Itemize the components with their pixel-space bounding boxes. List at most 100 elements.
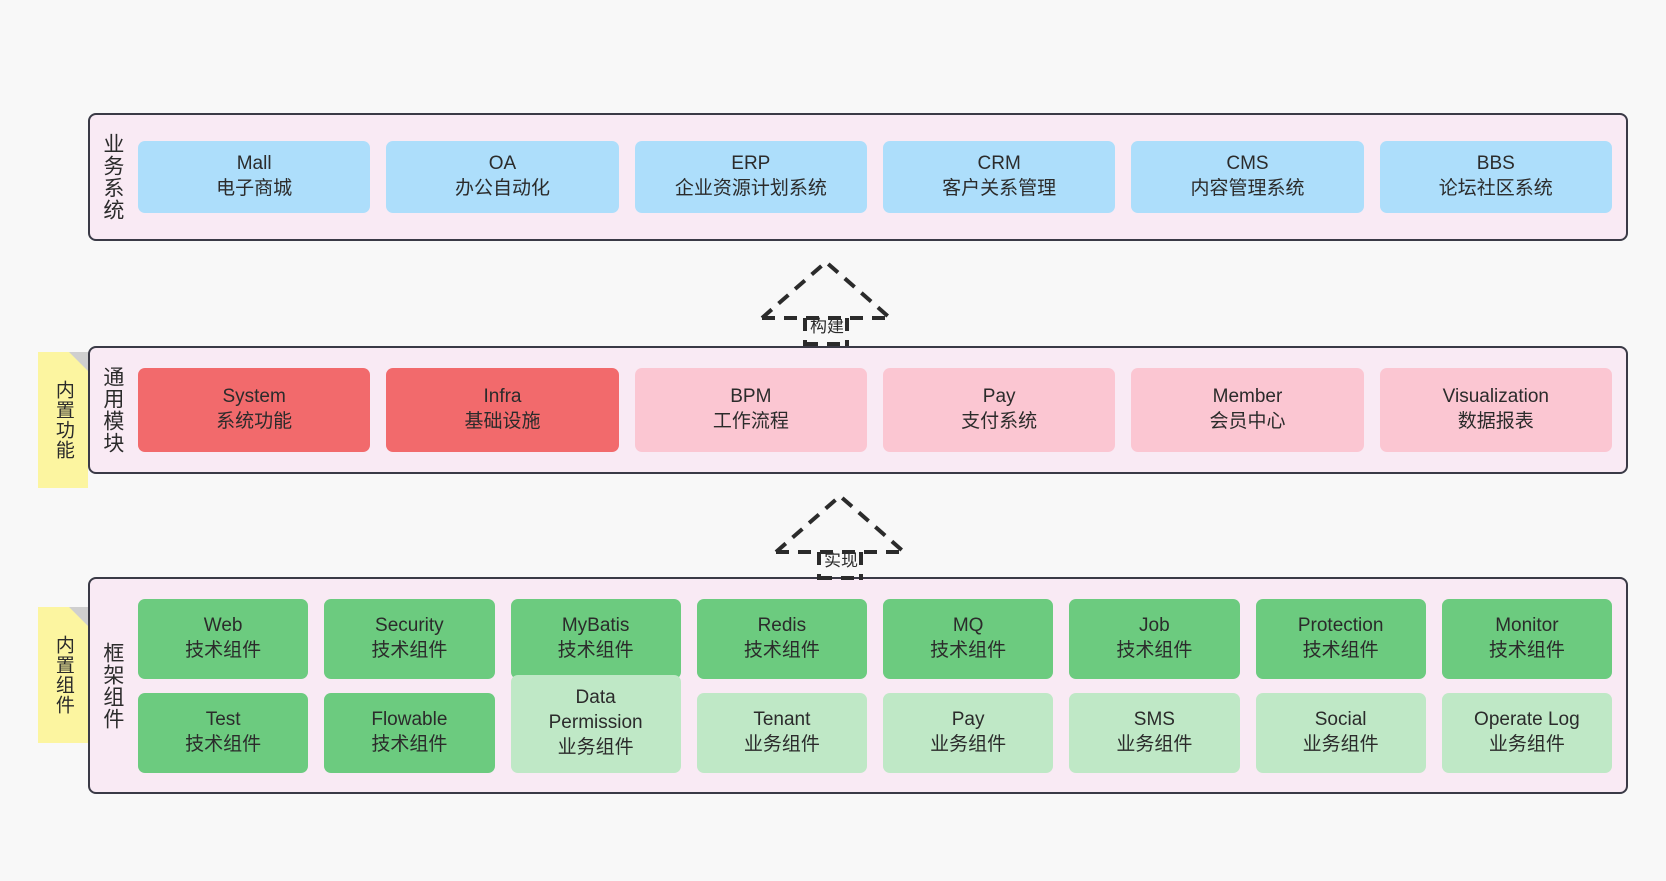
box-protection-cn: 技术组件 <box>1302 639 1379 661</box>
note-builtin-component: 内置组件 <box>38 607 88 743</box>
box-test-en: Test <box>205 708 241 730</box>
box-data-permission-cn: 业务组件 <box>557 736 634 758</box>
box-oa-cn: 办公自动化 <box>454 178 550 199</box>
box-mq-cn: 技术组件 <box>930 639 1007 661</box>
box-crm[interactable]: CRM 客户关系管理 <box>882 141 1116 213</box>
box-security-en: Security <box>375 614 444 636</box>
note-builtin-function: 内置功能 <box>38 352 88 488</box>
box-visualization[interactable]: Visualization 数据报表 <box>1379 368 1612 452</box>
box-system-en: System <box>222 386 286 408</box>
box-social-en: Social <box>1314 708 1367 730</box>
box-operate-log[interactable]: Operate Log 业务组件 <box>1441 692 1612 773</box>
box-redis[interactable]: Redis 技术组件 <box>696 598 867 679</box>
layer-title-framework-component: 框架组件 <box>100 641 124 730</box>
note-builtin-function-label: 内置功能 <box>52 380 74 460</box>
box-sms-en: SMS <box>1133 708 1175 730</box>
box-oa-en: OA <box>488 153 517 175</box>
box-test[interactable]: Test 技术组件 <box>138 692 309 773</box>
connector-implement-arrow <box>774 493 906 580</box>
layer-business-system: 业务系统 Mall 电子商城 OA 办公自动化 ERP 企业资源计划系统 CRM… <box>88 113 1628 241</box>
box-mq[interactable]: MQ 技术组件 <box>883 598 1054 679</box>
box-security-cn: 技术组件 <box>371 639 448 661</box>
box-bpm-en: BPM <box>730 386 772 408</box>
connector-build-arrow <box>760 259 892 346</box>
box-flowable-en: Flowable <box>371 708 448 730</box>
box-flowable[interactable]: Flowable 技术组件 <box>324 692 495 773</box>
box-mq-en: MQ <box>952 614 984 636</box>
box-pay-module-en: Pay <box>982 386 1016 408</box>
layer-framework-component: 框架组件 Web 技术组件 Security 技术组件 MyBatis 技术组件… <box>88 577 1628 794</box>
box-pay-module[interactable]: Pay 支付系统 <box>882 368 1116 452</box>
box-crm-en: CRM <box>977 153 1021 175</box>
box-erp-en: ERP <box>731 153 771 175</box>
box-protection[interactable]: Protection 技术组件 <box>1255 598 1426 679</box>
layer-common-module: 通用模块 System 系统功能 Infra 基础设施 BPM 工作流程 Pay… <box>88 346 1628 474</box>
box-protection-en: Protection <box>1297 614 1384 636</box>
box-infra[interactable]: Infra 基础设施 <box>386 368 619 452</box>
box-system[interactable]: System 系统功能 <box>138 368 371 452</box>
connector-build: 构建 <box>752 256 912 346</box>
box-security[interactable]: Security 技术组件 <box>324 598 495 679</box>
box-sms-cn: 业务组件 <box>1116 733 1193 755</box>
box-redis-en: Redis <box>757 614 807 636</box>
box-data-permission[interactable]: Data Permission 业务组件 <box>510 674 681 773</box>
box-mybatis-en: MyBatis <box>561 614 630 636</box>
note-fold-corner-icon <box>69 607 88 626</box>
box-mybatis[interactable]: MyBatis 技术组件 <box>510 598 681 679</box>
framework-row-business: Test 技术组件 Flowable 技术组件 Data Permission … <box>138 674 1612 773</box>
layer-body-framework-component: Web 技术组件 Security 技术组件 MyBatis 技术组件 Redi… <box>134 579 1626 792</box>
box-mall-en: Mall <box>236 153 272 175</box>
box-erp-cn: 企业资源计划系统 <box>674 178 827 199</box>
box-job-cn: 技术组件 <box>1116 639 1193 661</box>
box-mybatis-cn: 技术组件 <box>557 639 634 661</box>
box-bbs[interactable]: BBS 论坛社区系统 <box>1379 141 1612 213</box>
box-job[interactable]: Job 技术组件 <box>1069 598 1240 679</box>
box-erp[interactable]: ERP 企业资源计划系统 <box>634 141 867 213</box>
layer-title-common-module: 通用模块 <box>100 366 124 454</box>
box-social-cn: 业务组件 <box>1302 733 1379 755</box>
box-mall-cn: 电子商城 <box>216 178 293 199</box>
box-flowable-cn: 技术组件 <box>371 733 448 755</box>
box-web-en: Web <box>203 614 243 636</box>
box-monitor[interactable]: Monitor 技术组件 <box>1441 598 1612 679</box>
box-infra-cn: 基础设施 <box>464 411 541 432</box>
connector-build-label: 构建 <box>810 317 844 336</box>
box-data-permission-en: Data Permission <box>548 687 643 734</box>
layer-body-business-system: Mall 电子商城 OA 办公自动化 ERP 企业资源计划系统 CRM 客户关系… <box>134 115 1626 239</box>
box-pay-component[interactable]: Pay 业务组件 <box>883 692 1054 773</box>
box-crm-cn: 客户关系管理 <box>942 178 1057 199</box>
box-sms[interactable]: SMS 业务组件 <box>1069 692 1240 773</box>
box-member[interactable]: Member 会员中心 <box>1131 368 1364 452</box>
layer-body-common-module: System 系统功能 Infra 基础设施 BPM 工作流程 Pay 支付系统… <box>134 348 1626 472</box>
layer-title-business-system: 业务系统 <box>100 133 124 221</box>
box-web-cn: 技术组件 <box>185 639 262 661</box>
box-bbs-cn: 论坛社区系统 <box>1438 178 1553 199</box>
box-bbs-en: BBS <box>1476 153 1515 175</box>
connector-implement-label: 实现 <box>824 551 858 570</box>
box-web[interactable]: Web 技术组件 <box>138 598 309 679</box>
box-system-cn: 系统功能 <box>216 411 293 432</box>
box-tenant-en: Tenant <box>753 708 811 730</box>
note-fold-corner-icon <box>69 352 88 371</box>
box-pay-component-cn: 业务组件 <box>930 733 1007 755</box>
box-job-en: Job <box>1139 614 1170 636</box>
box-cms-cn: 内容管理系统 <box>1190 178 1305 199</box>
box-tenant[interactable]: Tenant 业务组件 <box>696 692 867 773</box>
box-monitor-en: Monitor <box>1495 614 1559 636</box>
box-member-en: Member <box>1212 386 1283 408</box>
box-pay-module-cn: 支付系统 <box>961 411 1038 432</box>
box-bpm[interactable]: BPM 工作流程 <box>634 368 867 452</box>
box-operate-log-cn: 业务组件 <box>1488 733 1565 755</box>
connector-implement: 实现 <box>766 490 926 580</box>
box-mall[interactable]: Mall 电子商城 <box>138 141 371 213</box>
box-cms-en: CMS <box>1226 153 1269 175</box>
box-infra-en: Infra <box>483 386 522 408</box>
box-operate-log-en: Operate Log <box>1474 708 1580 730</box>
box-cms[interactable]: CMS 内容管理系统 <box>1131 141 1364 213</box>
box-redis-cn: 技术组件 <box>743 639 820 661</box>
box-tenant-cn: 业务组件 <box>743 733 820 755</box>
box-monitor-cn: 技术组件 <box>1488 639 1565 661</box>
box-oa[interactable]: OA 办公自动化 <box>386 141 619 213</box>
box-social[interactable]: Social 业务组件 <box>1255 692 1426 773</box>
